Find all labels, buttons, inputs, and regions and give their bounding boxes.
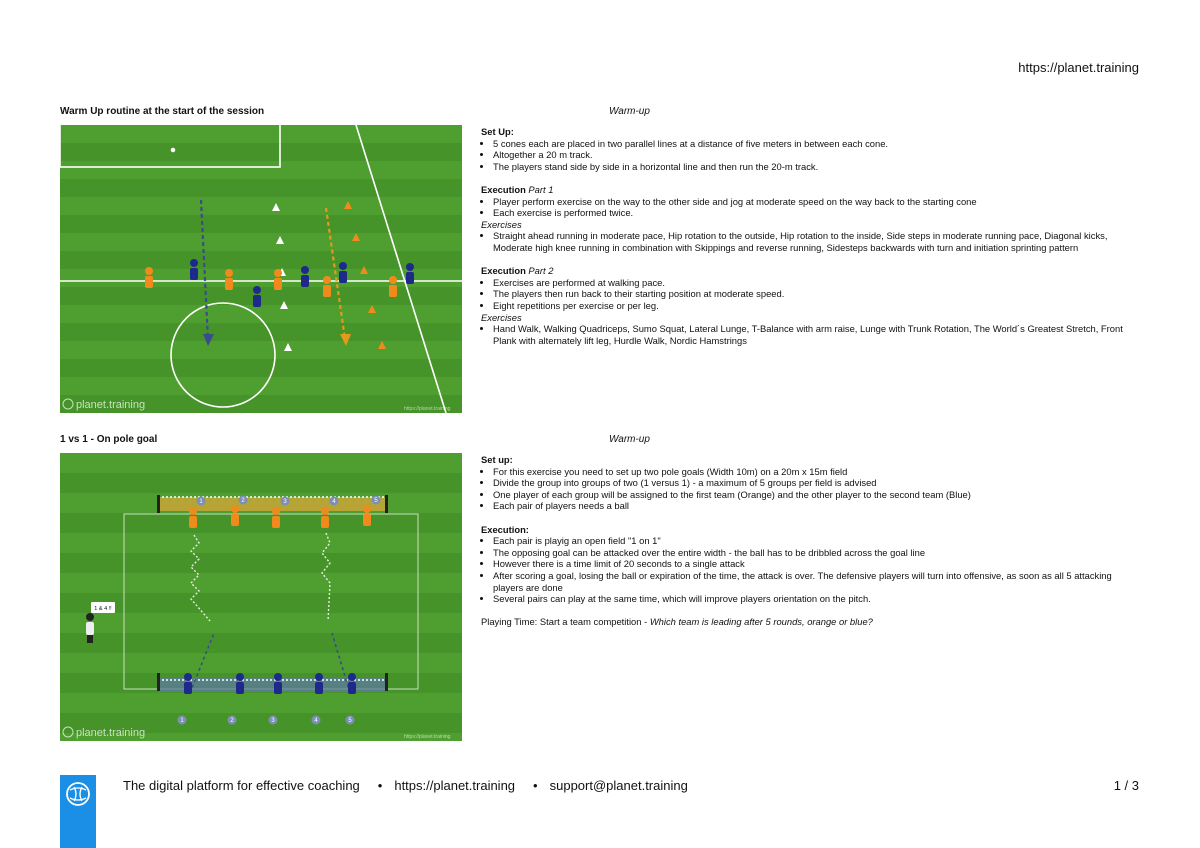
list-item: One player of each group will be assigne… — [493, 489, 1141, 501]
coach: 1 & 4 !! — [86, 602, 115, 643]
list-item: Eight repetitions per exercise or per le… — [493, 300, 1141, 312]
list-item: The players stand side by side in a hori… — [493, 161, 1141, 173]
run-arrows — [199, 199, 347, 340]
list-item: Player perform exercise on the way to th… — [493, 196, 1141, 208]
drill-title: 1 vs 1 - On pole goal — [60, 434, 158, 445]
svg-text:1: 1 — [180, 718, 184, 724]
coach-bubble-text: 1 & 4 !! — [94, 606, 112, 612]
list-item: Divide the group into groups of two (1 v… — [493, 477, 1141, 489]
players — [145, 259, 414, 307]
list-item: For this exercise you need to set up two… — [493, 466, 1141, 478]
list-item: The opposing goal can be attacked over t… — [493, 547, 1141, 559]
svg-text:5: 5 — [348, 718, 352, 724]
svg-text:5: 5 — [374, 498, 378, 504]
svg-text:1: 1 — [199, 499, 203, 505]
svg-text:3: 3 — [283, 499, 287, 505]
header-url[interactable]: https://planet.training — [1018, 60, 1139, 75]
footer-email[interactable]: support@planet.training — [549, 778, 688, 793]
arrow-head-icon — [203, 334, 214, 346]
exercises-list: Straight ahead running in moderate pace,… — [481, 230, 1141, 253]
exercises-label: Exercises — [481, 311, 522, 323]
drill-description: Set Up: 5 cones each are placed in two p… — [481, 126, 1141, 346]
setup-list: For this exercise you need to set up two… — [481, 466, 1141, 512]
exec-part: Part 2 — [528, 265, 554, 277]
goal-poles — [157, 495, 388, 691]
playing-time: Playing Time: Start a team competition -… — [481, 616, 1141, 628]
footer-tagline: The digital platform for effective coach… — [123, 778, 360, 793]
exec-list: Player perform exercise on the way to th… — [481, 196, 1141, 219]
number-tags: 1 2 3 4 5 1 2 3 4 5 — [177, 495, 381, 725]
page-number: 1 / 3 — [1113, 778, 1139, 793]
exec-heading: Execution — [481, 265, 526, 277]
footer-url[interactable]: https://planet.training — [394, 778, 516, 793]
drill-diagram-pitch: planet.training https://planet.training — [60, 125, 462, 413]
setup-list: 5 cones each are placed in two parallel … — [481, 138, 1141, 173]
svg-text:2: 2 — [230, 718, 234, 724]
drill-description: Set up: For this exercise you need to se… — [481, 454, 1141, 628]
arrow-head-icon — [340, 334, 351, 346]
setup-heading: Set Up: — [481, 126, 514, 137]
svg-text:4: 4 — [314, 718, 318, 724]
exec-list: Each pair is playig an open field "1 on … — [481, 535, 1141, 605]
drill-warmup-routine: Warm Up routine at the start of the sess… — [60, 106, 1140, 416]
list-item: Each pair is playig an open field "1 on … — [493, 535, 1141, 547]
list-item: Exercises are performed at walking pace. — [493, 277, 1141, 289]
cones — [272, 201, 386, 351]
svg-text:3: 3 — [271, 718, 275, 724]
page-footer: The digital platform for effective coach… — [0, 775, 1200, 848]
drill-category: Warm-up — [609, 434, 650, 445]
exercises-list: Hand Walk, Walking Quadriceps, Sumo Squa… — [481, 323, 1141, 346]
planet-training-watermark: planet.training https://planet.training — [62, 398, 451, 412]
run-paths — [189, 632, 351, 694]
bullet-separator: • — [377, 778, 383, 793]
list-item: Several pairs can play at the same time,… — [493, 593, 1141, 605]
exec-list: Exercises are performed at walking pace.… — [481, 277, 1141, 312]
playing-time-label: Playing Time: Start a team competition - — [481, 616, 650, 628]
blue-goal-zone — [158, 678, 386, 692]
credit-text: https://planet.training — [404, 734, 451, 740]
drill-diagram-pitch: 1 2 3 4 5 1 2 3 4 5 1 & 4 !! planet.trai… — [60, 453, 462, 741]
list-item: Hand Walk, Walking Quadriceps, Sumo Squa… — [493, 323, 1141, 346]
blue-players — [184, 673, 356, 694]
list-item: The players then run back to their start… — [493, 288, 1141, 300]
svg-text:2: 2 — [241, 498, 245, 504]
planet-training-logo-icon — [66, 782, 90, 806]
planet-training-watermark: planet.training https://planet.training — [62, 726, 451, 740]
list-item: Each exercise is performed twice. — [493, 207, 1141, 219]
footer-text: The digital platform for effective coach… — [123, 778, 688, 793]
watermark-text: planet.training — [76, 399, 145, 411]
list-item: Straight ahead running in moderate pace,… — [493, 230, 1141, 253]
drill-title: Warm Up routine at the start of the sess… — [60, 106, 265, 117]
exec-heading: Execution — [481, 183, 526, 195]
drill-category: Warm-up — [609, 106, 650, 117]
exec-part: Part 1 — [528, 183, 554, 195]
playing-time-question: Which team is leading after 5 rounds, or… — [649, 616, 873, 628]
list-item: Altogether a 20 m track. — [493, 149, 1141, 161]
orange-goal-zone — [158, 497, 386, 511]
planet-training-logo-icon — [60, 775, 96, 848]
exercises-label: Exercises — [481, 218, 522, 230]
credit-text: https://planet.training — [404, 406, 451, 412]
dribble-paths — [190, 532, 331, 622]
drill-1v1-pole-goal: 1 vs 1 - On pole goal Warm-up — [60, 434, 1140, 744]
list-item: However there is a time limit of 20 seco… — [493, 558, 1141, 570]
list-item: 5 cones each are placed in two parallel … — [493, 138, 1141, 150]
list-item: Each pair of players needs a ball — [493, 500, 1141, 512]
list-item: After scoring a goal, losing the ball or… — [493, 570, 1141, 593]
watermark-text: planet.training — [76, 727, 145, 739]
svg-text:4: 4 — [332, 499, 336, 505]
pitch-grass — [60, 453, 462, 741]
setup-heading: Set up: — [481, 454, 513, 465]
bullet-separator: • — [533, 778, 538, 793]
exec-heading: Execution: — [481, 523, 529, 535]
orange-players — [189, 505, 371, 528]
pitch-grass — [60, 125, 462, 413]
